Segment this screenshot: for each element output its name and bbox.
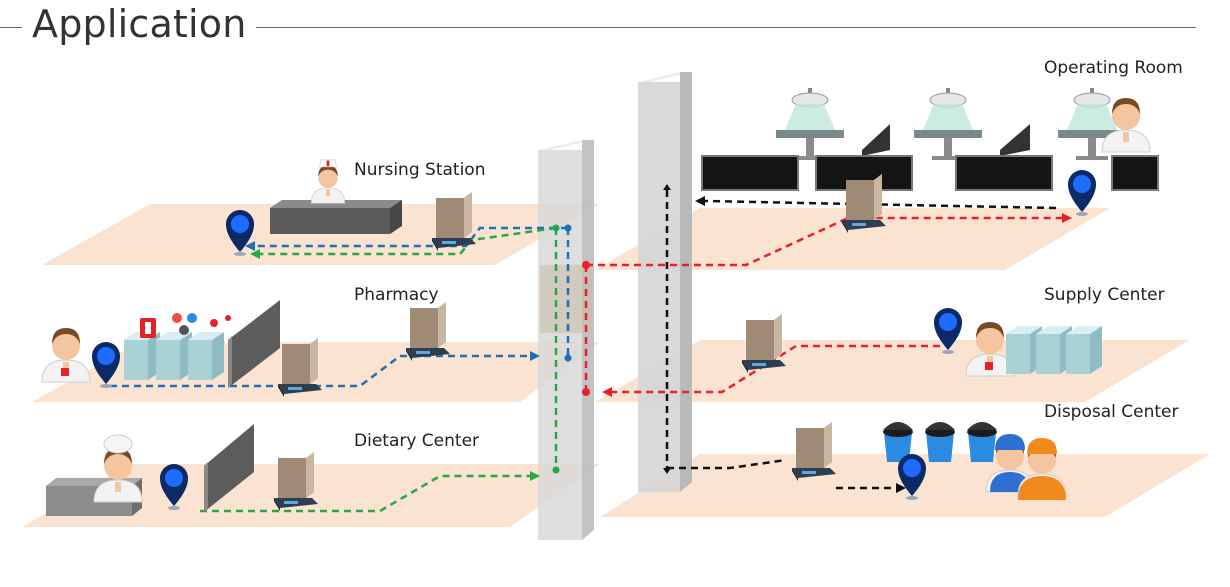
route-nursing — [245, 224, 572, 358]
dietary-wall-partition — [204, 424, 254, 512]
floor-operating-level — [595, 208, 1110, 270]
robot-cart-nursing — [432, 192, 476, 251]
pharmacy-cabinet-1 — [124, 332, 160, 380]
label-pharmacy: Pharmacy — [354, 285, 439, 305]
waste-bin-icon-2 — [925, 422, 955, 462]
pharmacy-cabinet-3 — [188, 332, 224, 380]
label-nursing-station: Nursing Station — [354, 160, 486, 180]
pharmacy-cabinet-2 — [156, 332, 192, 380]
robot-cart-pharmacy-2 — [406, 302, 450, 361]
page-title: Application — [32, 2, 247, 46]
robot-cart-dietary — [274, 452, 318, 511]
route-pharmacy — [110, 351, 572, 388]
supply-cabinet-3 — [1066, 326, 1102, 374]
route-disposal — [663, 184, 1057, 493]
nursing-desk — [270, 200, 402, 234]
header-rule-right — [256, 27, 1196, 28]
surgical-lamp-2 — [913, 87, 983, 161]
pharmacist-avatar — [41, 327, 91, 383]
waste-bin-icon-3 — [967, 422, 997, 462]
elevator-shaft-left — [538, 140, 594, 540]
supply-staff-avatar — [965, 321, 1015, 377]
chef-avatar — [93, 434, 143, 503]
label-supply-center: Supply Center — [1044, 285, 1165, 305]
disposal-worker-avatar-2 — [1017, 438, 1067, 500]
route-dietary — [200, 224, 560, 513]
route-operating-supply — [582, 213, 1072, 397]
robot-cart-pharmacy-1 — [278, 338, 322, 397]
robot-cart-disposal — [792, 422, 836, 481]
robot-cart-operating — [842, 174, 886, 233]
label-operating-room: Operating Room — [1044, 58, 1183, 78]
pharmacy-wall-partition — [228, 300, 280, 388]
label-dietary-center: Dietary Center — [354, 431, 480, 451]
operating-monitor-3 — [955, 155, 1053, 191]
operating-monitor-1 — [701, 155, 799, 191]
elevator-shaft-right — [638, 72, 692, 492]
header-rule-left — [0, 27, 22, 28]
medicine-icons — [140, 313, 231, 338]
surgical-lamp-1 — [775, 87, 845, 161]
robot-cart-supply — [742, 314, 786, 373]
label-disposal-center: Disposal Center — [1044, 402, 1179, 422]
partition-panels — [862, 124, 1030, 156]
nurse-avatar — [310, 159, 346, 204]
operating-monitor-4 — [1111, 155, 1159, 191]
